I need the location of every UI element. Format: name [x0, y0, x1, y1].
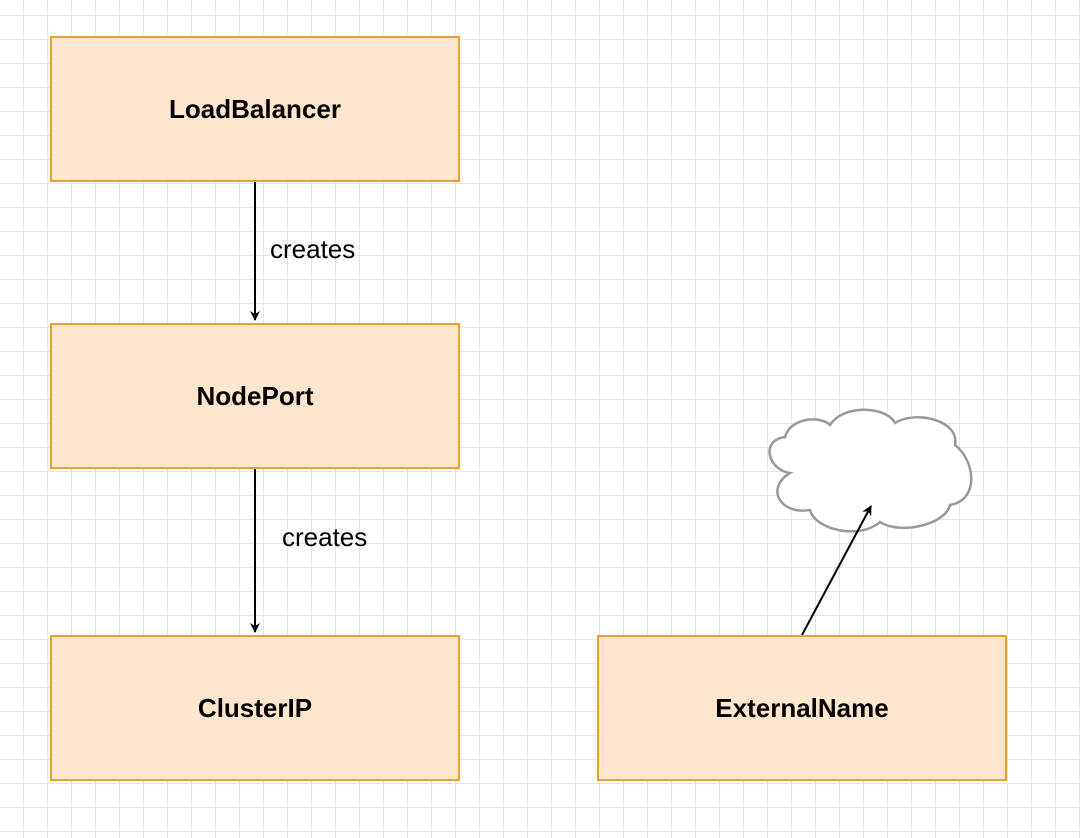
edge-label-creates-2: creates — [282, 522, 368, 552]
node-loadbalancer[interactable]: LoadBalancer — [50, 36, 460, 182]
node-label-loadbalancer: LoadBalancer — [169, 93, 341, 124]
edge-externalname-to-cloud — [801, 505, 872, 636]
node-clusterip[interactable]: ClusterIP — [50, 635, 460, 781]
node-label-externalname: ExternalName — [715, 692, 889, 723]
cloud-icon — [768, 408, 973, 533]
node-nodeport[interactable]: NodePort — [50, 323, 460, 469]
edge-label-creates-1: creates — [270, 234, 356, 264]
node-externalname[interactable]: ExternalName — [597, 635, 1007, 781]
node-label-nodeport: NodePort — [196, 380, 314, 411]
node-label-clusterip: ClusterIP — [197, 692, 313, 723]
